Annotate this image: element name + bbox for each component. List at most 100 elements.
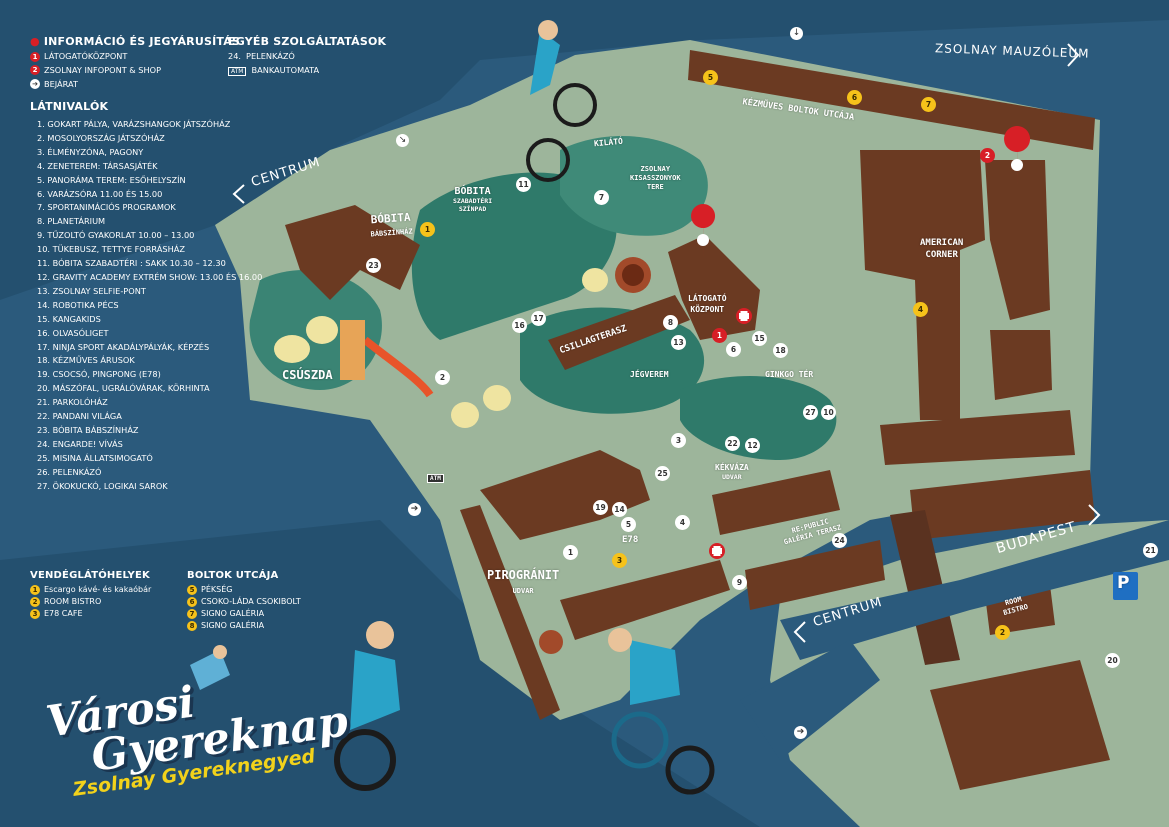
legend-food-title: VENDÉGLÁTÓHELYEK bbox=[30, 570, 150, 581]
badge-8: 8 bbox=[663, 315, 678, 330]
sight-item: 12. GRAVITY ACADEMY EXTRÉM SHOW: 13.00 É… bbox=[37, 271, 263, 282]
entrance-icon: ↘ bbox=[396, 134, 409, 147]
sight-item: 11. BÓBITA SZABADTÉRI : SAKK 10.30 – 12.… bbox=[37, 258, 226, 269]
building-east-2 bbox=[910, 470, 1095, 540]
label-american-corner: AMERICAN CORNER bbox=[920, 238, 964, 260]
slide bbox=[362, 336, 434, 398]
sight-item: 1. GOKART PÁLYA, VARÁZSHANGOK JÁTSZÓHÁZ bbox=[37, 119, 231, 129]
badge-11: 11 bbox=[516, 177, 531, 192]
building-pirogranit-south bbox=[560, 560, 730, 640]
label-ginkgo: GINKGO TÉR bbox=[765, 370, 814, 379]
badge-20: 20 bbox=[1105, 653, 1120, 668]
road-budapest bbox=[780, 520, 1169, 660]
kiln-round-1-inner bbox=[622, 264, 644, 286]
badge-7: 7 bbox=[594, 190, 609, 205]
info-pin-latogato bbox=[691, 204, 716, 258]
sight-item: 18. KÉZMŰVES ÁRUSOK bbox=[37, 355, 135, 366]
building-american-2 bbox=[985, 160, 1050, 320]
slide-tower bbox=[340, 320, 365, 380]
sight-item: 4. ZENETEREM: TÁRSASJÁTÉK bbox=[37, 160, 158, 171]
badge-food-3: 3 bbox=[612, 553, 627, 568]
park-bobita bbox=[411, 172, 617, 340]
cyclist-left bbox=[334, 621, 400, 791]
legend-shops-title: BOLTOK UTCÁJA bbox=[187, 570, 279, 581]
chevron-centrum-top bbox=[232, 184, 245, 204]
first-aid-1 bbox=[736, 308, 752, 324]
sight-item: 25. MISINA ÁLLATSIMOGATÓ bbox=[37, 452, 153, 463]
sight-item: 15. KANGAKIDS bbox=[37, 313, 101, 324]
building-bobita bbox=[285, 205, 420, 300]
parking-icon: P bbox=[1117, 573, 1130, 593]
first-aid-2 bbox=[709, 543, 725, 559]
badge-9: 9 bbox=[732, 575, 747, 590]
sight-item: 5. PANORÁMA TEREM: ESŐHELYSZÍN bbox=[37, 174, 186, 185]
park-ginkgo bbox=[680, 376, 837, 460]
sight-item: 8. PLANETÁRIUM bbox=[37, 216, 106, 227]
atm-icon: ATM bbox=[228, 66, 247, 76]
pod-2 bbox=[306, 316, 338, 344]
building-east-1 bbox=[880, 410, 1075, 465]
badge-13: 13 bbox=[671, 335, 686, 350]
sight-item: 21. PARKOLÓHÁZ bbox=[37, 397, 108, 408]
sight-item: 9. TŰZOLTÓ GYAKORLAT 10.00 – 13.00 bbox=[37, 230, 195, 241]
atm-icon: ATM bbox=[427, 474, 444, 483]
badge-5: 5 bbox=[621, 517, 636, 532]
sight-item: 13. ZSOLNAY SELFIE-PONT bbox=[37, 285, 146, 296]
badge-shop-4: 4 bbox=[913, 302, 928, 317]
sight-item: 7. SPORTANIMÁCIÓS PROGRAMOK bbox=[37, 202, 176, 213]
badge-27: 27 bbox=[803, 405, 818, 420]
sight-item: 22. PANDANI VILÁGA bbox=[37, 411, 122, 422]
chevron-budapest bbox=[1088, 504, 1101, 526]
badge-23: 23 bbox=[366, 258, 381, 273]
badge-2: 2 bbox=[435, 370, 450, 385]
badge-17: 17 bbox=[531, 311, 546, 326]
dark-band-top bbox=[0, 0, 1169, 300]
sight-item: 3. ÉLMÉNYZÓNA, PAGONY bbox=[37, 146, 144, 157]
badge-shop-7: 7 bbox=[921, 97, 936, 112]
info-pin-infopont bbox=[1004, 126, 1031, 186]
badge-15: 15 bbox=[752, 331, 767, 346]
badge-info-1: 1 bbox=[712, 328, 727, 343]
badge-info-2: 2 bbox=[980, 148, 995, 163]
legend-service-item: 24.PELENKÁZÓ bbox=[228, 51, 295, 61]
legend-sights-list: 1. GOKART PÁLYA, VARÁZSHANGOK JÁTSZÓHÁZ 2… bbox=[37, 118, 262, 493]
sight-item: 14. ROBOTIKA PÉCS bbox=[37, 299, 119, 310]
chevron-centrum-bottom bbox=[793, 621, 806, 643]
entrance-icon: ➔ bbox=[408, 503, 421, 516]
sight-item: 10. TÜKEBUSZ, TETTYE FORRÁSHÁZ bbox=[37, 244, 185, 255]
location-pin-icon: ● bbox=[30, 35, 40, 48]
sight-item: 16. OLVASÓLIGET bbox=[37, 327, 109, 338]
label-csuszda: CSÚSZDA bbox=[282, 368, 333, 382]
badge-18: 18 bbox=[773, 343, 788, 358]
sight-item: 17. NINJA SPORT AKADÁLYPÁLYÁK, KÉPZÉS bbox=[37, 341, 210, 352]
sight-item: 20. MÁSZÓFAL, UGRÁLÓVÁRAK, KÖRHINTA bbox=[37, 383, 210, 394]
sight-item: 23. BÓBITA BÁBSZÍNHÁZ bbox=[37, 424, 139, 435]
legend-info-title: ● INFORMÁCIÓ ÉS JEGYÁRUSÍTÁS bbox=[30, 35, 241, 48]
kiln-round-2 bbox=[539, 630, 563, 654]
badge-4: 4 bbox=[675, 515, 690, 530]
badge-shop-5: 5 bbox=[703, 70, 718, 85]
legend-services-title: EGYÉB SZOLGÁLTATÁSOK bbox=[228, 35, 387, 48]
parking-box bbox=[1113, 572, 1138, 600]
building-american-3 bbox=[990, 330, 1052, 400]
badge-16: 16 bbox=[512, 318, 527, 333]
pod-3 bbox=[451, 402, 479, 428]
chevron-mauzoleum bbox=[1067, 43, 1080, 67]
sight-item: 24. ENGARDE! VÍVÁS bbox=[37, 438, 123, 449]
badge-shop-6: 6 bbox=[847, 90, 862, 105]
badge-21: 21 bbox=[1143, 543, 1158, 558]
label-latogato: LÁTOGATÓ KÖZPONT bbox=[688, 294, 727, 314]
pod-5 bbox=[582, 268, 608, 292]
